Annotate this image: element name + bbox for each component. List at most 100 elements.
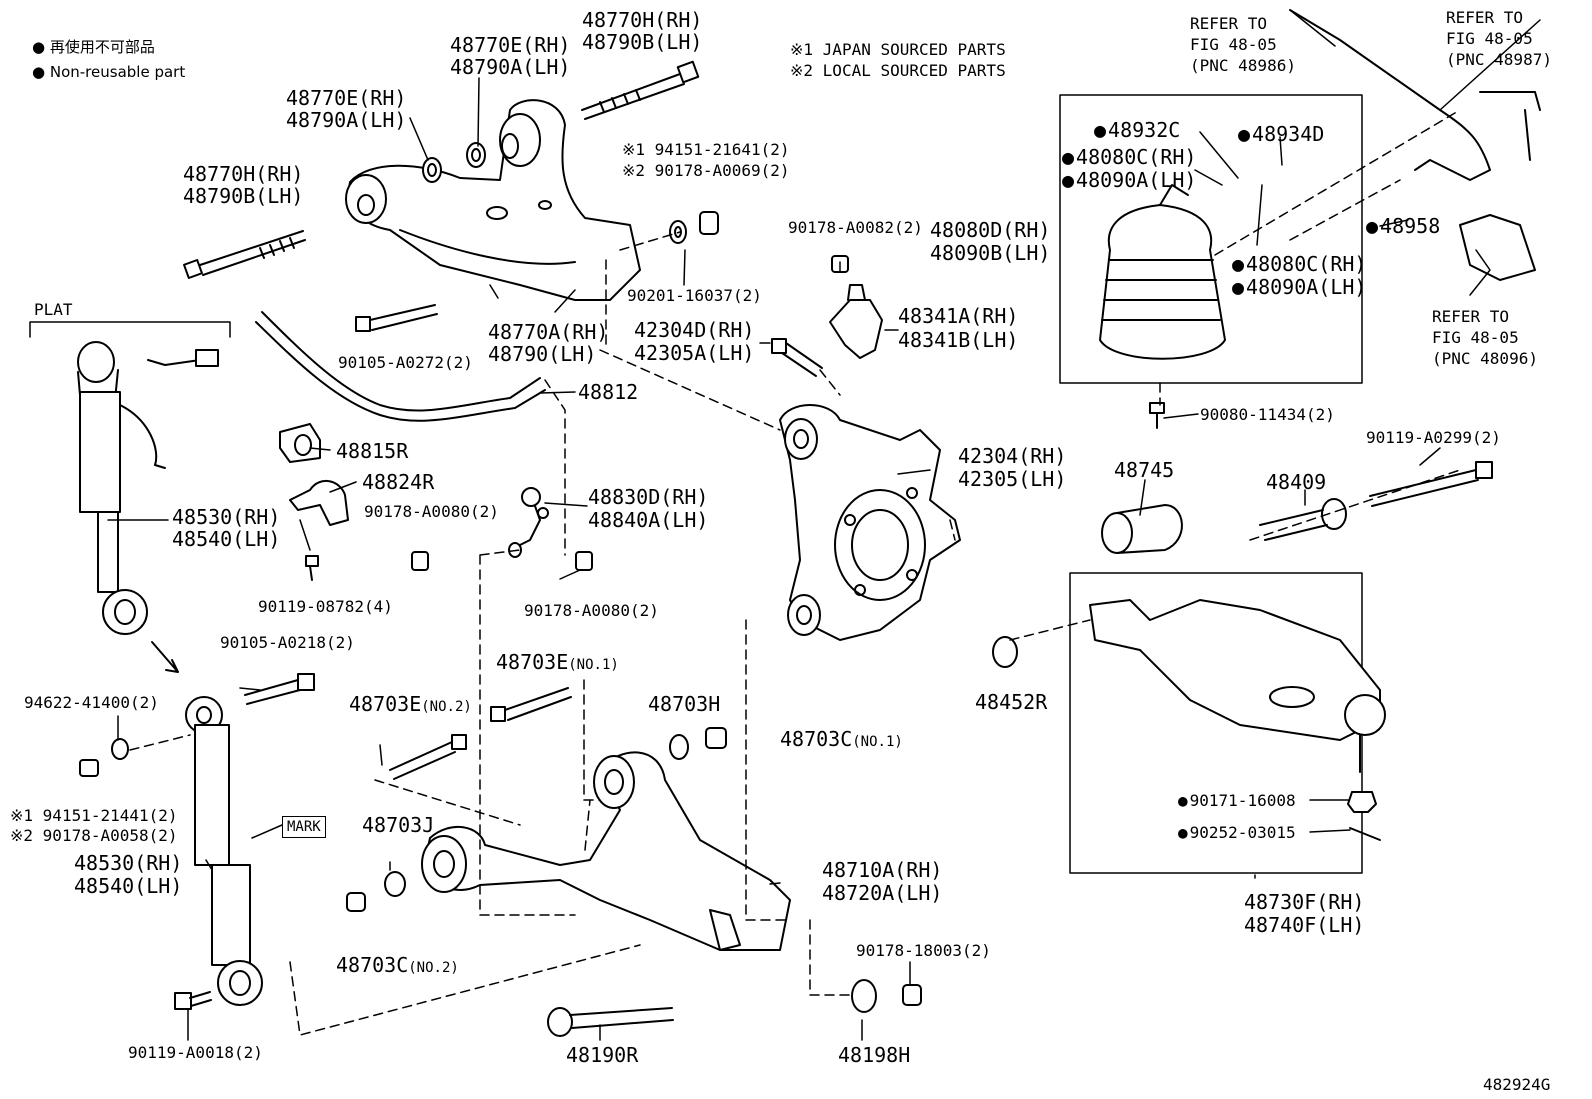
label-48932c: 48932C (1094, 118, 1180, 142)
bushing-bracket (289, 480, 349, 526)
nut-90171 (1347, 791, 1377, 813)
label-48703j: 48703J (362, 813, 435, 837)
label-48090a-lh: 48090A(LH) (1062, 168, 1196, 192)
label-48745: 48745 (1114, 458, 1175, 482)
nut-90178-a0080-b (575, 551, 593, 571)
label-48409: 48409 (1266, 470, 1327, 494)
bolt-48703e-no2 (389, 734, 467, 780)
nut-90178-18003 (902, 984, 922, 1006)
label-plat: PLAT (34, 300, 73, 319)
refer-48096-l2: FIG 48-05 (1432, 328, 1519, 347)
cotter-pin-90252 (1349, 827, 1381, 841)
bolt-90080 (1149, 402, 1165, 429)
label-90105-a0218: 90105-A0218(2) (220, 633, 355, 652)
shock-absorber (185, 696, 263, 1006)
stabilizer-link (508, 487, 549, 558)
label-48090b-lh: 48090B(LH) (930, 241, 1051, 265)
legend-line-jp: ● 再使用不可部品 (32, 35, 155, 59)
label-48530-rh-2: 48530(RH) (74, 851, 183, 875)
height-control-valve (1459, 214, 1536, 281)
label-90178-a0080-a: 90178-A0080(2) (364, 502, 499, 521)
legend-line-en: ● Non-reusable part (32, 60, 185, 84)
label-42304-rh: 42304(RH) (958, 444, 1067, 468)
dashed-connectors (129, 109, 1461, 1036)
label-48703h: 48703H (648, 692, 721, 716)
label-no2: (NO.2) (421, 699, 472, 715)
cam-plate-48198h (851, 979, 877, 1013)
label-48190r: 48190R (566, 1043, 639, 1067)
label-48703c-no2-text: 48703C (336, 953, 409, 977)
label-42305a-lh: 42305A(LH) (634, 341, 755, 365)
bolt-48703e-no1 (490, 687, 572, 722)
label-90178-18003: 90178-18003(2) (856, 941, 991, 960)
label-48790-lh: 48790(LH) (488, 342, 597, 366)
label-42305-lh: 42305(LH) (958, 467, 1067, 491)
washer-94622 (111, 738, 129, 760)
label-48730f-rh: 48730F(RH) (1244, 890, 1365, 914)
label-48710a-rh: 48710A(RH) (822, 858, 943, 882)
label-48540-lh-2: 48540(LH) (74, 874, 183, 898)
label-48812: 48812 (578, 380, 639, 404)
bolt-90105-a0218 (244, 673, 315, 705)
upper-nut-b (466, 142, 486, 168)
upper-nut-a (422, 157, 442, 183)
direction-arrow (151, 641, 179, 673)
non-reusable-dot-icon: ● (32, 38, 50, 56)
air-spring-box (1059, 94, 1363, 384)
label-90119-08782: 90119-08782(4) (258, 597, 393, 616)
label-48830d-rh: 48830D(RH) (588, 485, 709, 509)
label-90178-a0080-b: 90178-A0080(2) (524, 601, 659, 620)
label-48770h-rh: 48770H(RH) (582, 8, 703, 32)
label-48770h-rh-2: 48770H(RH) (183, 162, 304, 186)
upper-bolt-short (355, 304, 438, 332)
label-90178-a0069: ※2 90178-A0069(2) (622, 161, 790, 180)
bolt-90119-a0018 (174, 991, 212, 1010)
label-48703c-no1-text: 48703C (780, 727, 853, 751)
label-48815r: 48815R (336, 439, 409, 463)
label-90252-03015: 90252-03015 (1178, 823, 1296, 843)
leader-lines (107, 9, 1541, 1041)
label-no2-b: (NO.2) (408, 960, 459, 976)
label-94151-21441: ※1 94151-21441(2) (10, 806, 178, 825)
upper-control-arm (345, 99, 641, 301)
cam-bolt-48190r (547, 1007, 674, 1037)
nut-90178-a0080-a (411, 551, 429, 571)
washer-48703h (669, 734, 689, 760)
air-spring (1099, 184, 1226, 360)
label-48790b-lh: 48790B(LH) (582, 30, 703, 54)
lower-arm-48730f (1089, 599, 1386, 773)
stabilizer-bar (255, 311, 546, 422)
plat-bracket (29, 321, 231, 338)
label-48790a-lh-2: 48790A(LH) (286, 108, 407, 132)
nut-94151-21441 (79, 759, 99, 777)
label-48530-rh: 48530(RH) (172, 505, 281, 529)
bolt-90119-08782 (305, 555, 319, 581)
label-48080d-rh: 48080D(RH) (930, 218, 1051, 242)
label-48080c-rh-2: 48080C(RH) (1232, 252, 1366, 276)
refer-48987-l1: REFER TO (1446, 8, 1524, 27)
nut-90178-a0069 (699, 211, 719, 235)
note-local-sourced: ※2 LOCAL SOURCED PARTS (790, 61, 1006, 80)
label-48703e-no2-text: 48703E (349, 692, 422, 716)
label-48703c-no2: 48703C(NO.2) (336, 953, 459, 977)
label-48341b-lh: 48341B(LH) (898, 328, 1019, 352)
label-48703e-no1-text: 48703E (496, 650, 569, 674)
bushing-48745 (1101, 504, 1183, 554)
refer-48986-l1: REFER TO (1190, 14, 1268, 33)
label-48934d: 48934D (1238, 122, 1324, 146)
label-90171-16008: 90171-16008 (1178, 791, 1296, 811)
non-reusable-dot-icon: ● (32, 63, 50, 81)
label-48703e-no1: 48703E(NO.1) (496, 650, 619, 674)
label-no1: (NO.1) (568, 657, 619, 673)
label-90119-a0299: 90119-A0299(2) (1366, 428, 1501, 447)
refer-48987-l2: FIG 48-05 (1446, 29, 1533, 48)
label-48840a-lh: 48840A(LH) (588, 508, 709, 532)
label-94151-21641: ※1 94151-21641(2) (622, 140, 790, 159)
label-48790a-lh: 48790A(LH) (450, 55, 571, 79)
label-48958: 48958 (1366, 214, 1440, 238)
refer-48986-l2: FIG 48-05 (1190, 35, 1277, 54)
label-48080c-rh: 48080C(RH) (1062, 145, 1196, 169)
legend-text-jp: 再使用不可部品 (49, 38, 155, 56)
label-90178-a0082: 90178-A0082(2) (788, 218, 923, 237)
label-48703c-no1: 48703C(NO.1) (780, 727, 903, 751)
